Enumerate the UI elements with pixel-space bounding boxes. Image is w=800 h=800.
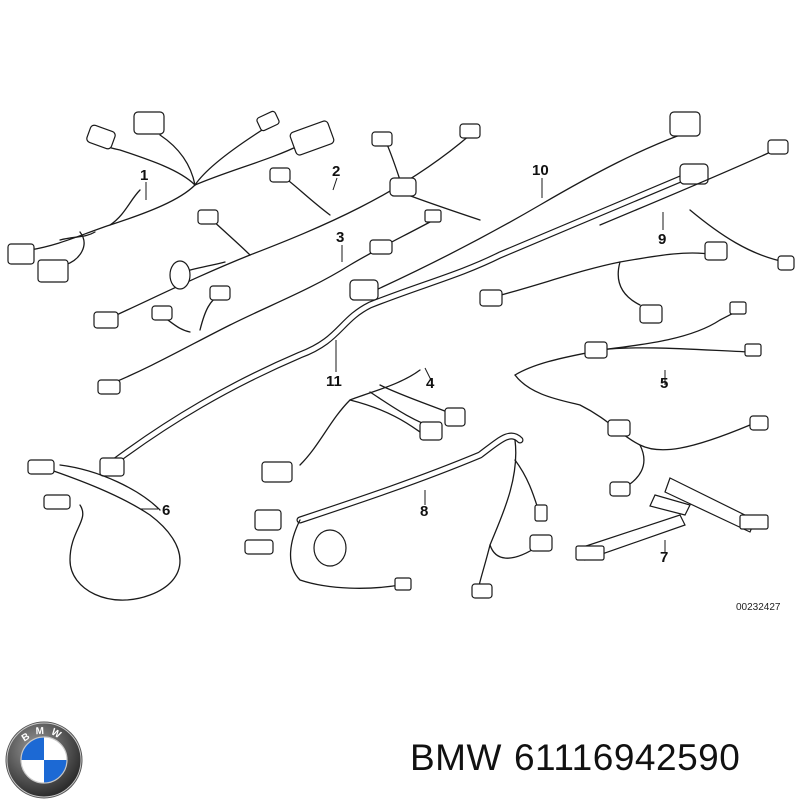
connector — [133, 111, 165, 135]
connector — [256, 110, 280, 132]
part-caption: BMW 61116942590 — [410, 737, 790, 787]
connector — [209, 285, 231, 301]
callout-7: 7 — [660, 549, 668, 566]
harness-3 — [97, 209, 442, 395]
harness-10 — [349, 111, 701, 301]
connector — [471, 583, 493, 599]
part-number: 61116942590 — [513, 737, 741, 778]
connector — [729, 301, 747, 315]
connector — [529, 534, 553, 552]
connector — [669, 111, 701, 137]
connector — [261, 461, 293, 483]
connector — [43, 494, 71, 510]
callout-8: 8 — [420, 503, 428, 520]
connector — [244, 539, 274, 555]
harness-5 — [514, 301, 769, 497]
connector — [704, 241, 728, 261]
connector — [444, 407, 466, 427]
connector — [86, 124, 116, 150]
grommet — [169, 260, 191, 290]
connector — [534, 504, 548, 522]
connector — [371, 131, 393, 147]
connector — [93, 311, 119, 329]
callout-3: 3 — [336, 229, 344, 246]
callout-9: 9 — [658, 231, 666, 248]
round-plug — [313, 529, 347, 567]
connector — [197, 209, 219, 225]
bmw-roundel-icon: BMW — [5, 721, 83, 799]
harness-6 — [27, 459, 181, 601]
connector — [394, 577, 412, 591]
harness-2 — [93, 123, 481, 329]
connector — [269, 167, 291, 183]
connector — [744, 343, 762, 357]
callout-10: 10 — [532, 162, 549, 179]
connector — [639, 304, 663, 324]
connector — [575, 545, 605, 561]
connector — [151, 305, 173, 321]
callout-2: 2 — [332, 163, 340, 180]
connector — [27, 459, 55, 475]
harness-4 — [261, 241, 728, 483]
harness-8 — [244, 432, 553, 599]
connector — [739, 514, 769, 530]
callout-5: 5 — [660, 375, 668, 392]
callout-6: 6 — [162, 502, 170, 519]
harness-1 — [7, 110, 335, 283]
brand-name: BMW — [410, 737, 502, 778]
connector — [419, 421, 443, 441]
harness-11 — [99, 163, 709, 477]
connector — [37, 259, 69, 283]
connector — [777, 255, 795, 271]
connector — [289, 120, 335, 156]
connector — [584, 341, 608, 359]
connector — [424, 209, 442, 223]
connector — [749, 415, 769, 431]
figure-code: 00232427 — [736, 602, 781, 613]
callout-11: 11 — [326, 373, 342, 390]
connector — [679, 163, 709, 185]
connector — [349, 279, 379, 301]
connector — [99, 457, 125, 477]
connector — [254, 509, 282, 531]
connector — [607, 419, 631, 437]
connector — [767, 139, 789, 155]
connector — [389, 177, 417, 197]
connector — [459, 123, 481, 139]
callout-1: 1 — [140, 167, 148, 184]
harness-9 — [599, 139, 795, 271]
ribbon-cable-7 — [575, 477, 769, 561]
connector — [7, 243, 35, 265]
connector — [97, 379, 121, 395]
callout-4: 4 — [426, 375, 435, 392]
connector — [479, 289, 503, 307]
connector — [369, 239, 393, 255]
connector — [609, 481, 631, 497]
